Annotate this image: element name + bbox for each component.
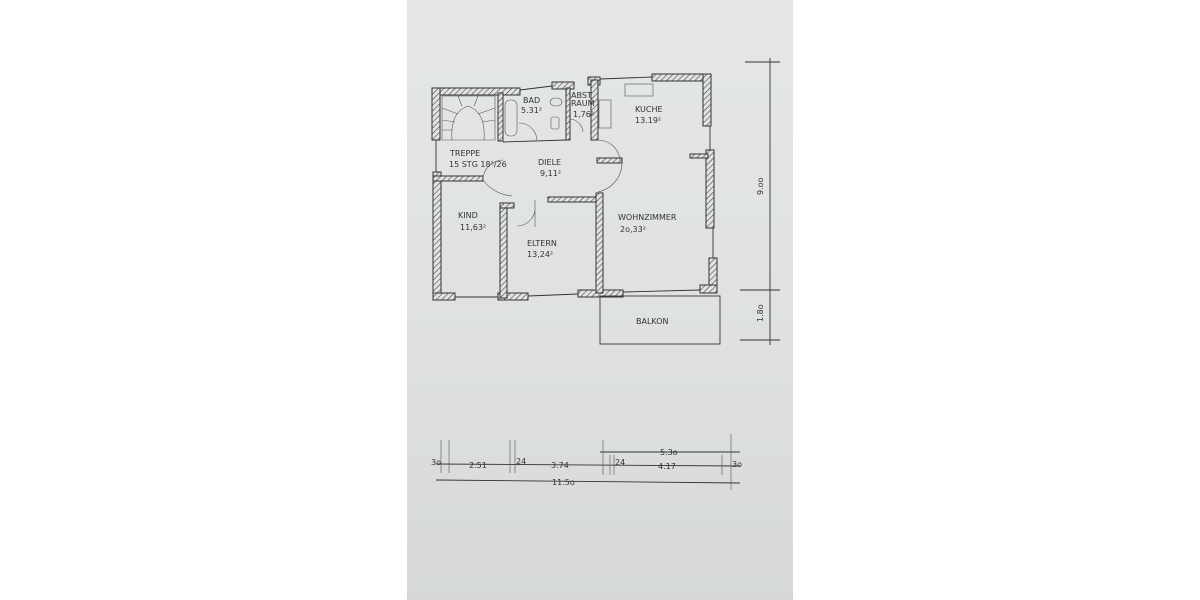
room-stair-spec: 15 STG 18³/26: [449, 160, 507, 169]
dim-1-80: 1.8o: [756, 304, 765, 322]
dim-11-50: 11.5o: [552, 478, 575, 487]
room-name-wohnzimmer: WOHNZIMMER: [618, 213, 677, 222]
room-name-raum: RAUM: [571, 99, 595, 108]
balcony: [599, 295, 721, 345]
room-name-balkon: BALKON: [636, 317, 669, 326]
room-area-eltern: 13,24²: [527, 250, 553, 259]
room-name-abst: ABST: [571, 91, 592, 100]
fixtures: [441, 83, 721, 345]
dim-2-51: 2.51: [469, 461, 487, 470]
room-name-treppe: TREPPE: [449, 149, 480, 158]
dim-24-b: 24: [615, 458, 625, 467]
dim-9-00: 9.oo: [756, 177, 765, 195]
stove-icon: [598, 99, 612, 129]
room-name-kind: KIND: [458, 211, 478, 220]
room-name-eltern: ELTERN: [527, 239, 557, 248]
dim-4-17: 4.17: [658, 462, 676, 471]
room-name-bad: BAD: [523, 96, 540, 105]
room-area-diele: 9,11²: [540, 169, 561, 178]
room-name-diele: DIELE: [538, 158, 561, 167]
kitchen-counter-icon: [624, 83, 654, 97]
sink-icon: [549, 97, 563, 107]
horizontal-dimensions: 5.3o 3o 2.51 24 3.74 24 4.17 3o 11.5o: [431, 434, 742, 490]
toilet-icon: [550, 116, 560, 130]
interior-walls: [432, 79, 709, 299]
dim-30-left: 3o: [431, 458, 441, 467]
dim-5-30: 5.3o: [660, 448, 678, 457]
room-area-bad: 5.31²: [521, 106, 542, 115]
dim-3-74: 3.74: [551, 461, 569, 470]
room-labels: BAD 5.31² ABST RAUM 1,76² KUCHE 13.19² T…: [449, 91, 677, 326]
room-area-wohnzimmer: 2o,33²: [620, 225, 646, 234]
bathtub-icon: [504, 99, 518, 137]
dim-24-a: 24: [516, 457, 526, 466]
room-area-kind: 11,63²: [460, 223, 486, 232]
dim-30-right: 3o: [732, 460, 742, 469]
vertical-dimension: 9.oo 1.8o: [740, 58, 780, 345]
room-name-kuche: KUCHE: [635, 105, 663, 114]
room-area-abstellraum: 1,76²: [573, 110, 594, 119]
room-area-kuche: 13.19²: [635, 116, 661, 125]
